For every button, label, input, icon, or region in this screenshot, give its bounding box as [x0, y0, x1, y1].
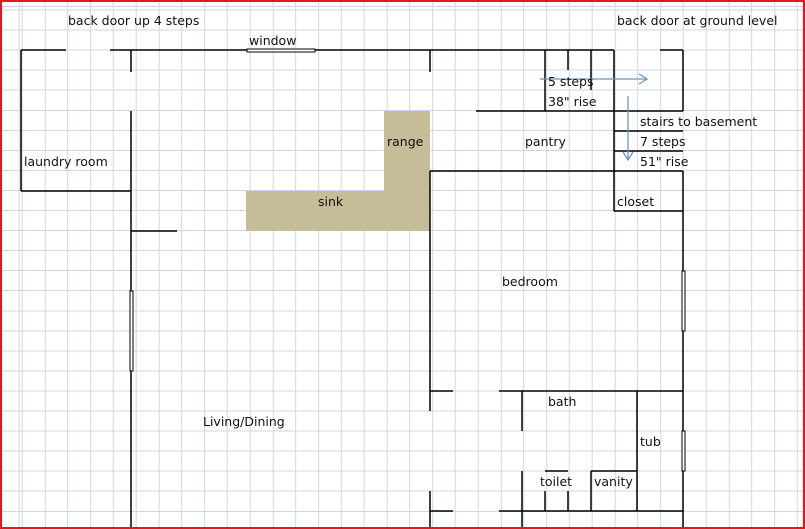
- arrow-right-icon: [540, 73, 649, 85]
- bedroom-label: bedroom: [502, 274, 558, 289]
- steps-up-label: 5 steps: [548, 74, 593, 89]
- stairs-basement-label: stairs to basement: [640, 114, 757, 129]
- bath-window: [681, 430, 686, 472]
- bath-label: bath: [548, 394, 576, 409]
- walls: [20, 49, 684, 527]
- tub-label: tub: [640, 434, 661, 449]
- rise-up-label: 38" rise: [548, 94, 597, 109]
- bedroom-window: [681, 270, 686, 332]
- steps-down-label: 7 steps: [640, 134, 685, 149]
- rise-down-label: 51" rise: [640, 154, 689, 169]
- arrow-down-icon: [622, 96, 634, 162]
- sink-label: sink: [318, 194, 344, 209]
- closet-label: closet: [617, 194, 654, 209]
- laundry-label: laundry room: [24, 154, 108, 169]
- living-window: [129, 290, 134, 372]
- vanity-label: vanity: [594, 474, 633, 489]
- kitchen-window: [246, 48, 316, 53]
- window-label: window: [249, 33, 296, 48]
- toilet-label: toilet: [540, 474, 572, 489]
- back-door-left-label: back door up 4 steps: [68, 13, 199, 28]
- back-door-right-label: back door at ground level: [617, 13, 777, 28]
- sink-counter: [246, 191, 430, 231]
- living-dining-label: Living/Dining: [203, 414, 285, 429]
- range-label: range: [387, 134, 424, 149]
- pantry-label: pantry: [525, 134, 567, 149]
